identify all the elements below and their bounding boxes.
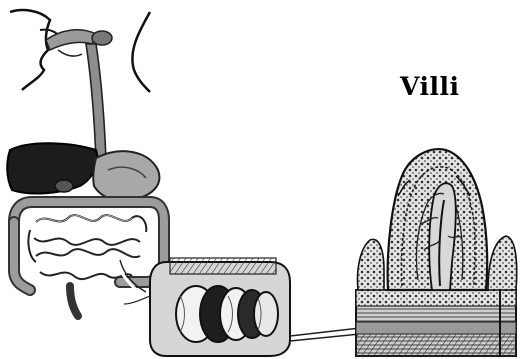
intestine-cross-section-illustration bbox=[124, 258, 360, 356]
villus-illustration bbox=[356, 149, 517, 356]
digestive-system-illustration bbox=[7, 10, 164, 316]
